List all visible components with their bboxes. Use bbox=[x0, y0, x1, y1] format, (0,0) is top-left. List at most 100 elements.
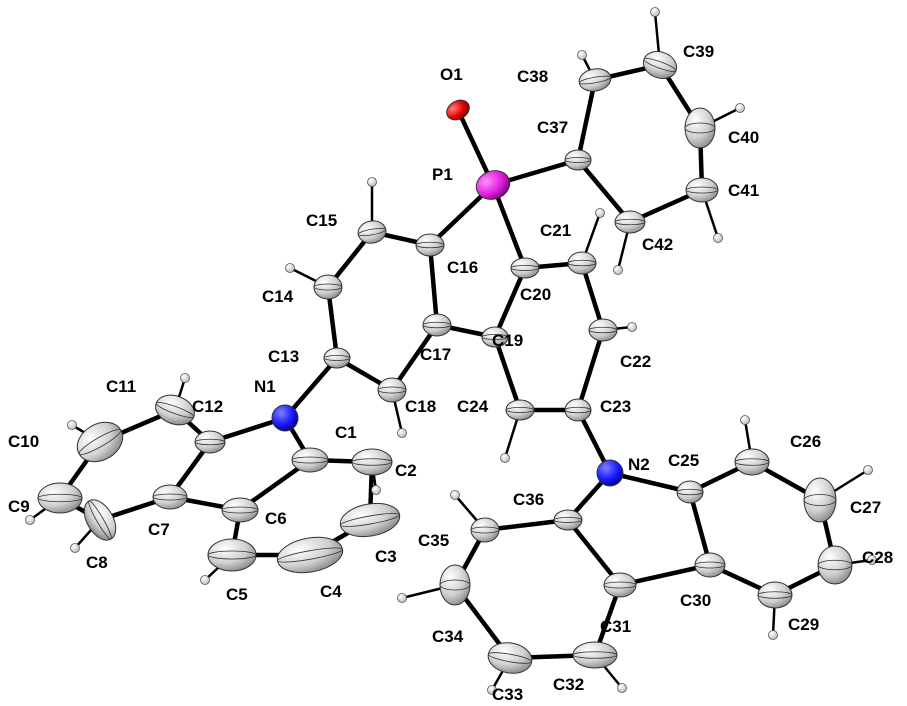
bond-C31-C36 bbox=[565, 517, 623, 588]
atom-label-C4: C4 bbox=[320, 582, 342, 601]
atom-label-C37: C37 bbox=[537, 118, 568, 137]
atom-C31 bbox=[603, 572, 637, 598]
atom-C39 bbox=[642, 50, 678, 80]
hydrogen-atom bbox=[735, 103, 745, 113]
bond-C17-C16 bbox=[427, 242, 440, 328]
hydrogen-atom bbox=[650, 7, 660, 17]
atom-label-C2: C2 bbox=[395, 461, 417, 480]
hydrogen-atom bbox=[768, 630, 778, 640]
hydrogen-atom bbox=[180, 373, 190, 383]
atom-N1 bbox=[271, 404, 299, 432]
atom-label-C18: C18 bbox=[405, 397, 436, 416]
atom-label-C19: C19 bbox=[492, 331, 523, 350]
atom-label-C16: C16 bbox=[447, 258, 478, 277]
atom-label-C32: C32 bbox=[553, 675, 584, 694]
atom-C22 bbox=[588, 318, 618, 342]
atom-C14 bbox=[313, 274, 343, 300]
bond-C42-C37 bbox=[575, 157, 633, 225]
atom-label-C42: C42 bbox=[642, 235, 673, 254]
atom-C7 bbox=[152, 484, 188, 510]
hydrogen-atom bbox=[613, 265, 623, 275]
atom-label-C9: C9 bbox=[8, 497, 30, 516]
atom-label-C5: C5 bbox=[226, 585, 248, 604]
atom-C9 bbox=[37, 482, 83, 514]
hydrogen-atom bbox=[70, 543, 80, 553]
atom-C18 bbox=[377, 377, 407, 403]
atom-C29 bbox=[757, 581, 793, 609]
atom-P1 bbox=[475, 170, 511, 200]
atom-C28 bbox=[817, 545, 853, 585]
atom-label-C15: C15 bbox=[306, 211, 337, 230]
atom-label-C23: C23 bbox=[600, 397, 631, 416]
atom-label-C10: C10 bbox=[8, 432, 39, 451]
hydrogen-atom bbox=[500, 453, 510, 463]
bond-C18-C17 bbox=[389, 322, 440, 393]
atom-C3 bbox=[339, 502, 401, 538]
bond-C37-C38 bbox=[575, 77, 598, 163]
atom-label-C35: C35 bbox=[418, 531, 449, 550]
atom-label-C31: C31 bbox=[600, 617, 631, 636]
atom-label-C6: C6 bbox=[265, 509, 287, 528]
atom-C13 bbox=[323, 347, 351, 369]
atom-label-C25: C25 bbox=[668, 451, 699, 470]
atom-C26 bbox=[734, 448, 770, 476]
bond-C22-C23 bbox=[575, 327, 606, 413]
hydrogen-atom bbox=[397, 593, 407, 603]
atom-label-C12: C12 bbox=[192, 397, 223, 416]
atom-C36 bbox=[553, 509, 583, 531]
atom-label-P1: P1 bbox=[432, 165, 453, 184]
hydrogen-atom bbox=[200, 575, 210, 585]
atom-C40 bbox=[684, 107, 716, 149]
atom-C24 bbox=[505, 399, 535, 421]
bond-C24-C19 bbox=[492, 334, 523, 413]
atom-label-C26: C26 bbox=[790, 432, 821, 451]
atom-N2 bbox=[596, 459, 624, 487]
atom-label-C30: C30 bbox=[680, 591, 711, 610]
atom-C35 bbox=[470, 517, 500, 543]
hydrogen-atom bbox=[67, 420, 77, 430]
hydrogen-atom bbox=[867, 555, 877, 565]
atom-label-C27: C27 bbox=[850, 498, 881, 517]
atom-label-C41: C41 bbox=[728, 181, 759, 200]
atom-C30 bbox=[694, 552, 726, 578]
atom-C27 bbox=[803, 477, 837, 523]
atom-label-C21: C21 bbox=[540, 221, 571, 240]
atom-label-C28: C28 bbox=[862, 548, 893, 567]
hydrogen-atom bbox=[25, 515, 35, 525]
atom-C16 bbox=[415, 233, 445, 257]
atom-label-C40: C40 bbox=[728, 128, 759, 147]
atom-C2 bbox=[351, 448, 393, 476]
atom-label-C13: C13 bbox=[268, 347, 299, 366]
hydrogen-atom bbox=[713, 233, 723, 243]
atom-label-C14: C14 bbox=[262, 287, 294, 306]
atom-C8 bbox=[83, 499, 117, 541]
atom-C5 bbox=[207, 538, 257, 572]
hydrogen-atom bbox=[740, 415, 750, 425]
bond-N2-C25 bbox=[607, 470, 693, 495]
hydrogen-atom bbox=[367, 177, 377, 187]
bond-P1-C20 bbox=[490, 182, 528, 271]
atom-C15 bbox=[357, 220, 387, 244]
atom-label-O1: O1 bbox=[440, 65, 463, 84]
atom-label-C24: C24 bbox=[457, 397, 489, 416]
atom-C12 bbox=[194, 430, 226, 454]
atom-C1 bbox=[291, 447, 329, 473]
hydrogen-atom bbox=[450, 490, 460, 500]
atom-C11 bbox=[155, 394, 195, 426]
atom-C21 bbox=[567, 251, 597, 275]
atom-C33 bbox=[487, 642, 533, 674]
hydrogen-atom bbox=[595, 208, 605, 218]
hydrogen-atom bbox=[627, 322, 637, 332]
atom-label-C3: C3 bbox=[375, 547, 397, 566]
atom-C17 bbox=[422, 313, 452, 337]
atom-O1 bbox=[446, 99, 470, 121]
atom-label-C38: C38 bbox=[517, 67, 548, 86]
atom-C38 bbox=[578, 68, 612, 92]
atom-label-C20: C20 bbox=[520, 285, 551, 304]
atom-label-C22: C22 bbox=[620, 352, 651, 371]
atom-C19 bbox=[481, 326, 509, 348]
atom-label-N2: N2 bbox=[628, 455, 650, 474]
hydrogen-atom bbox=[397, 428, 407, 438]
hydrogen-atom bbox=[285, 263, 295, 273]
hydrogen-atom bbox=[577, 50, 587, 60]
